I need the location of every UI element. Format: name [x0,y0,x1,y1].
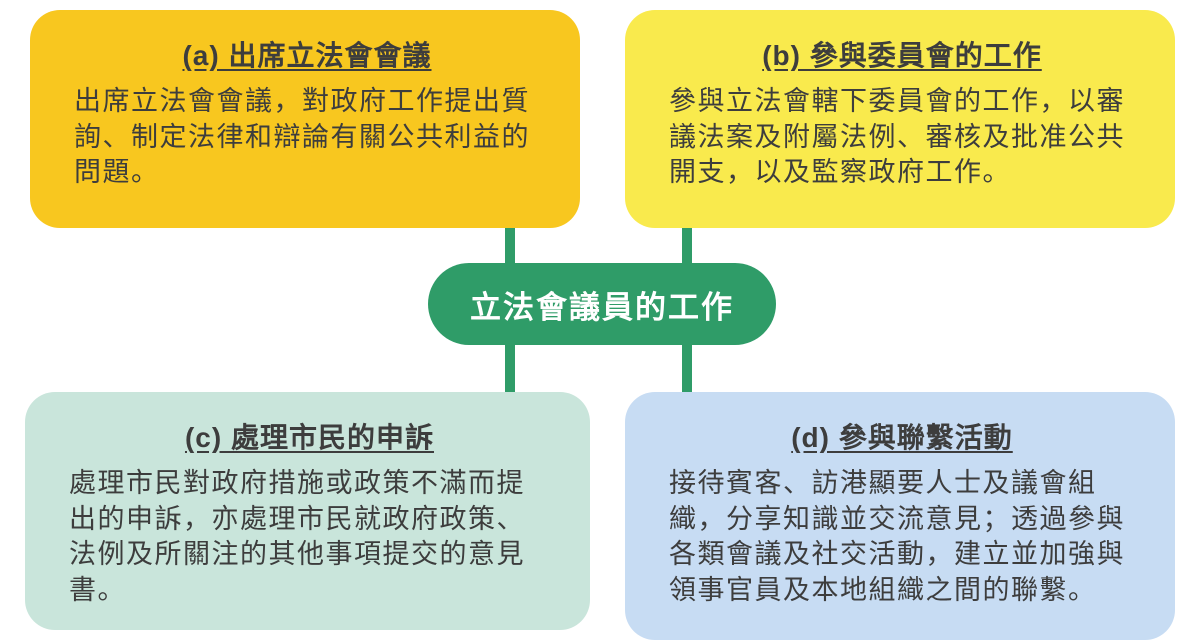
box-c-body: 處理市民對政府措施或政策不滿而提出的申訴，亦處理市民就政府政策、法例及所關注的其… [69,468,525,605]
connector-line-bottom-right [682,335,692,400]
box-liaison-activities: (d) 參與聯繫活動 接待賓客、訪港顯要人士及議會組織，分享知識並交流意見；透過… [625,392,1175,640]
connector-line-top-left [505,220,515,275]
center-node-label: 立法會議員的工作 [470,289,734,325]
box-handle-complaints: (c) 處理市民的申訴 處理市民對政府措施或政策不滿而提出的申訴，亦處理市民就政… [25,392,590,630]
box-c-title: (c) 處理市民的申訴 [184,422,434,453]
center-node: 立法會議員的工作 [428,263,776,345]
box-committee-work: (b) 參與委員會的工作 參與立法會轄下委員會的工作，以審議法案及附屬法例、審核… [625,10,1175,228]
box-b-body: 參與立法會轄下委員會的工作，以審議法案及附屬法例、審核及批准公共開支，以及監察政… [669,86,1125,188]
box-a-body: 出席立法會會議，對政府工作提出質詢、制定法律和辯論有關公共利益的問題。 [74,86,530,188]
connector-line-top-right [682,220,692,275]
box-b-title: (b) 參與委員會的工作 [762,40,1042,71]
box-d-title: (d) 參與聯繫活動 [791,422,1013,453]
connector-line-bottom-left [505,335,515,400]
box-d-body: 接待賓客、訪港顯要人士及議會組織，分享知識並交流意見；透過參與各類會議及社交活動… [669,468,1125,605]
box-attend-council-meetings: (a) 出席立法會會議 出席立法會會議，對政府工作提出質詢、制定法律和辯論有關公… [30,10,580,228]
box-a-title: (a) 出席立法會會議 [182,40,432,71]
